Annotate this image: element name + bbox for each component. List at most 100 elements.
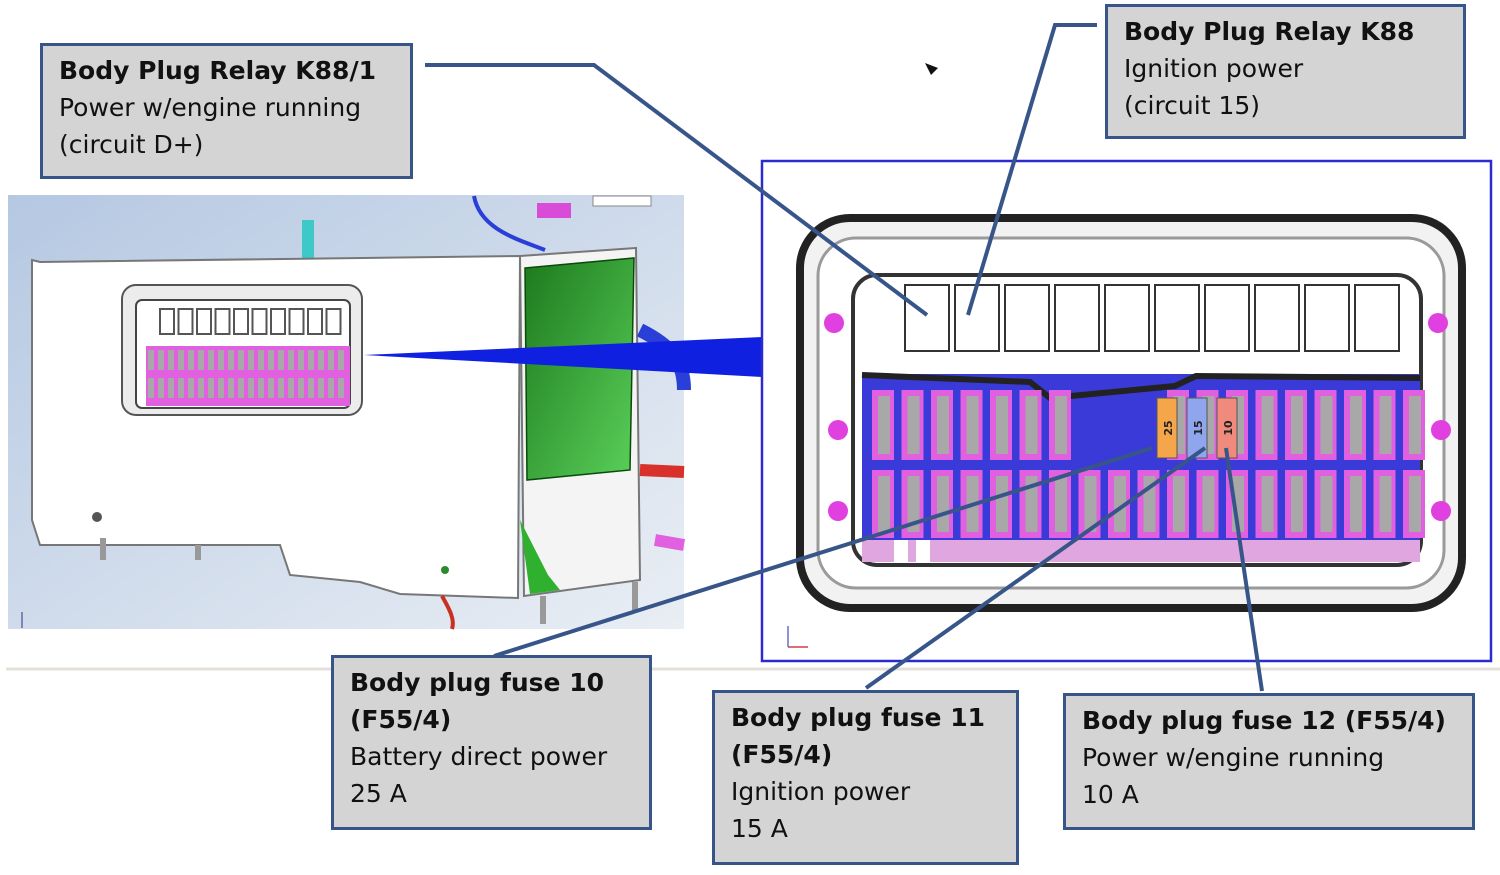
zoom-projection [364,337,762,377]
relay-row [904,284,1400,352]
fuse-slot-insert [996,396,1008,454]
fuse-slot [208,378,214,398]
leader-fuse-12 [1224,447,1264,692]
callout-line: 10 A [1082,780,1139,809]
fuse-slot-insert [1025,396,1038,454]
fuse-slot-insert [1055,396,1067,454]
magenta-mount-dots [824,313,1451,521]
relay-socket [904,284,950,352]
relay-socket [159,308,175,335]
relay-socket [1054,284,1100,352]
relay-socket [954,284,1000,352]
fuse-slot [148,378,154,398]
fuse-slot [278,350,284,370]
fuse-slot-insert [1261,396,1274,454]
relay-socket [196,308,212,335]
fuse-11-label: 15 [1192,420,1205,435]
fuse-slot-insert [1114,476,1126,532]
fuse-slot-insert [1409,476,1421,532]
callout-relay-k88: Body Plug Relay K88 Ignition power (circ… [1105,4,1466,139]
leader-lines [425,23,1264,692]
fuse-slot [278,378,284,398]
relay-socket [233,308,249,335]
callout-title: Body Plug Relay K88/1 [59,56,376,85]
callout-title: Body Plug Relay K88 [1124,17,1415,46]
fuse-slot [238,378,244,398]
leader-fuse-11 [864,446,1207,690]
callout-line: Power w/engine running [1082,743,1385,772]
fuse-12-label: 10 [1222,420,1235,436]
fuse-12: 10 [1216,397,1238,459]
fuse-slot-insert [1261,476,1274,532]
callout-line: Ignition power [1124,54,1304,83]
fuse-slot [168,350,174,370]
callout-title: Body plug fuse 10 [350,668,604,697]
relay-socket [1004,284,1050,352]
fuse-10-label: 25 [1162,420,1175,435]
callout-title: Body plug fuse 11 [731,703,985,732]
relay-socket [1104,284,1150,352]
callout-fuse-11: Body plug fuse 11 (F55/4) Ignition power… [712,690,1019,865]
fuse-slot-insert [907,476,920,532]
relay-socket [1204,284,1250,352]
callout-line: 15 A [731,814,788,843]
fuse-slot-insert [937,476,949,532]
callout-line: 25 A [350,779,407,808]
fuse-slot-insert [1202,476,1215,532]
fuse-slot-insert [1350,396,1362,454]
leader-k88-1 [425,63,929,317]
fuse-slot-insert [1379,476,1392,532]
fuse-11: 15 [1186,397,1208,459]
fuse-slot-insert [1379,396,1392,454]
overview-render [6,195,1500,671]
fuse-slot [258,350,264,370]
leader-k88 [966,23,1097,316]
fuse-slot-insert [1350,476,1362,532]
fuse-slot [178,350,184,370]
fuse-slot [328,350,334,370]
callout-fuse-12: Body plug fuse 12 (F55/4) Power w/engine… [1063,693,1475,830]
fuse-slot [198,350,204,370]
fuse-slot [208,350,214,370]
fuse-slot-insert [1291,476,1303,532]
callout-title: (F55/4) [350,705,452,734]
fuse-slot [328,378,334,398]
fuse-slot-insert [966,396,979,454]
fuse-slot [248,350,254,370]
relay-socket [325,308,342,335]
fuse-slot [178,378,184,398]
fuse-slot [168,378,174,398]
callout-fuse-10: Body plug fuse 10 (F55/4) Battery direct… [331,655,652,830]
fuse-slot [288,378,294,398]
fuse-slot-insert [1320,396,1333,454]
fuse-slot-insert [996,476,1008,532]
fuse-slot [318,378,324,398]
relay-socket [288,308,305,335]
relay-socket [1304,284,1350,352]
fuse-slot [298,350,304,370]
callout-line: (circuit D+) [59,130,204,159]
fuse-slot-insert [878,476,890,532]
fuse-slot-insert [878,396,890,454]
fuse-slot [338,378,344,398]
callout-line: Ignition power [731,777,911,806]
relay-socket [1354,284,1400,352]
callout-line: Battery direct power [350,742,608,771]
fuse-10: 25 [1156,397,1178,459]
fuse-slot [188,378,194,398]
zoom-detail: 25 15 10 [760,63,1493,663]
callout-line: Power w/engine running [59,93,362,122]
fuse-slot [218,378,224,398]
relay-socket [1254,284,1300,352]
callout-line: (circuit 15) [1124,91,1261,120]
fuse-slot-insert [1173,476,1185,532]
relay-socket [1154,284,1200,352]
fuse-slot-insert [1291,396,1303,454]
fuse-slot [338,350,344,370]
fuse-slot [258,378,264,398]
fuse-slot [288,350,294,370]
fuse-slot-insert [907,396,920,454]
relay-socket [177,308,194,335]
fuse-slot-insert [1084,476,1097,532]
